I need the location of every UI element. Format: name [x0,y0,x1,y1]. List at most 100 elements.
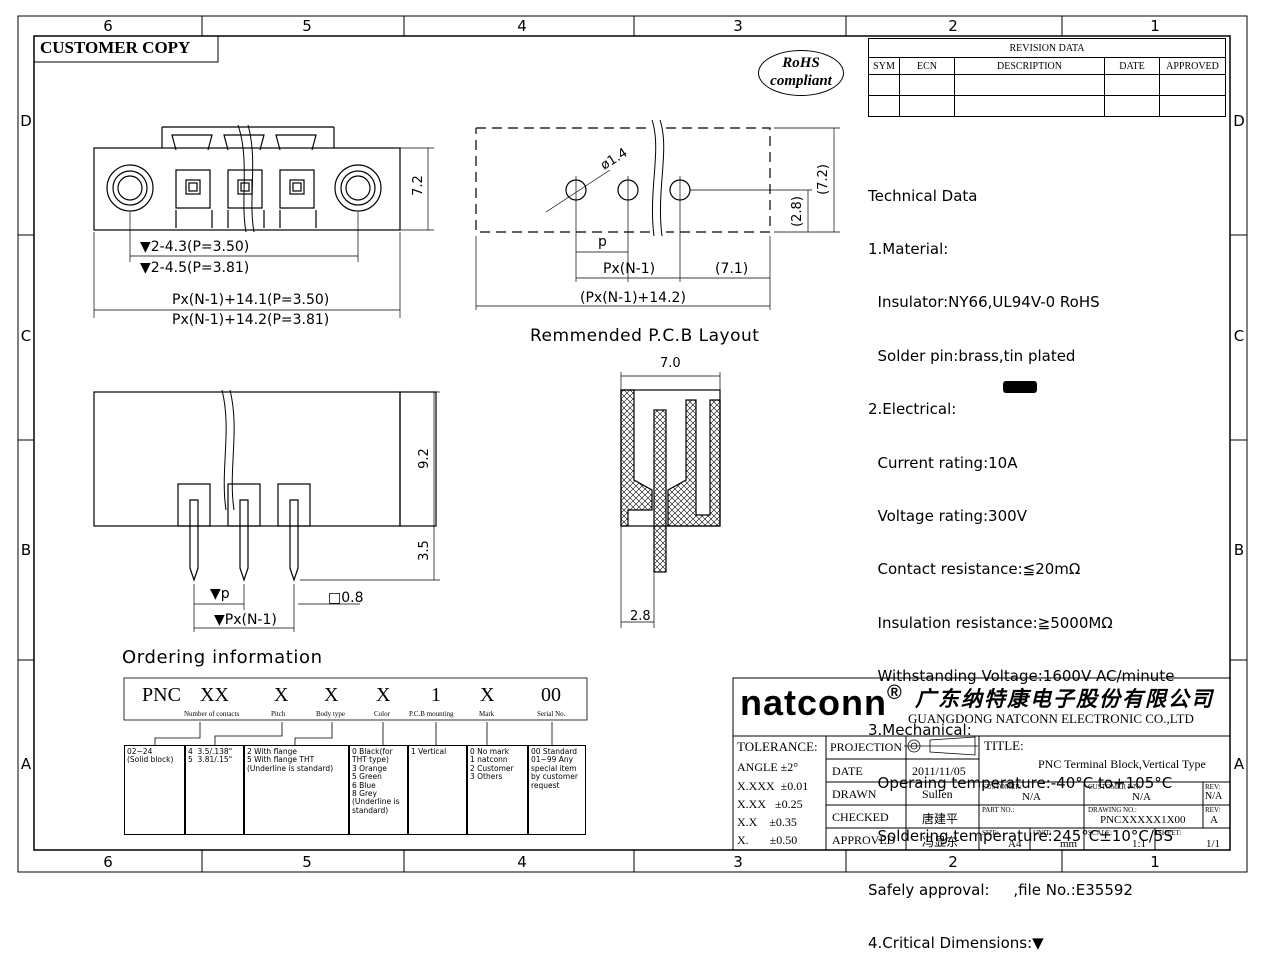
zone-label: 5 [302,17,312,35]
dim-pcb-72: (7.2) [815,164,831,195]
dim-pitch-381: ▼2-4.5(P=3.81) [140,260,250,276]
tech-line: Safely approval: ,file No.:E35592 [868,880,1133,899]
code-caption: Color [374,710,390,718]
customer-value: N/A [1022,791,1041,803]
order-box-color: 0 Black(for THT type) 3 Orange 5 Green 6… [349,745,408,835]
zone-label: 5 [302,853,312,871]
tolerance-x: X. ±0.50 [737,833,798,847]
part-no-label: PART NO.: [982,806,1015,814]
rohs-line1: RoHS [782,55,820,71]
code-caption: Mark [479,710,495,718]
dim-bottom-pxn: ▼Px(N-1) [214,612,277,628]
row-label: D [20,112,32,130]
projection-symbol-icon [904,736,978,756]
order-box-mark: 0 No mark 1 natconn 2 Customer 3 Others [467,745,528,835]
code-part: XX [200,684,229,706]
order-box-pitch: 4 3.5/.138" 5 3.81/.15" [185,745,244,835]
code-caption: P.C.B mounting [409,710,454,718]
ul-mark-icon [1003,381,1037,393]
rev-header: ECN [899,57,955,75]
code-caption: Body type [316,710,345,718]
code-part: PNC [142,684,181,706]
approved-label: APPROVED [832,833,896,847]
title-label: TITLE: [984,738,1024,753]
zone-label: 6 [103,17,113,35]
drawn-label: DRAWN [832,787,877,801]
dim-pcb-71: (7.1) [715,261,749,277]
row-label: D [1233,112,1245,130]
code-caption: Serial No. [537,710,566,718]
dim-bottom-p: ▼p [210,586,230,602]
code-caption: Pitch [271,710,286,718]
zone-label: 3 [733,17,743,35]
dim-bottom-35: 3.5 [416,540,432,561]
bottom-view-drawing [93,389,440,632]
date-value: 2011/11/05 [912,764,966,778]
tech-line: 1.Material: [868,239,949,258]
scale-value: 1:1 [1132,838,1147,850]
tolerance-xxx: X.XX ±0.25 [737,797,803,811]
pcb-layout-caption: Remmended P.C.B Layout [530,326,760,346]
rev-header: SYM [868,57,900,75]
zone-label: 2 [948,853,958,871]
dim-length-350: Px(N-1)+14.1(P=3.50) [172,292,330,308]
front-view-drawing [93,124,434,318]
customer-pn-value: N/A [1132,791,1151,803]
company-name-en: GUANGDONG NATCONN ELECTRONIC CO.,LTD [908,711,1194,726]
order-box-mounting: 1 Vertical [408,745,467,835]
company-logo: natconn® [740,682,903,724]
customer-pn-label: CUSTOMER P/N: [1088,783,1141,791]
code-part: 00 [541,684,561,706]
dim-height-72: 7.2 [410,175,426,196]
zone-label: 3 [733,853,743,871]
zone-label: 1 [1150,853,1160,871]
tech-line: 3.Mechanical: [868,720,972,739]
drawing-no-label: DRAWING NO.: [1088,806,1137,814]
dim-pcb-28: (2.8) [789,196,805,227]
tolerance-label: TOLERANCE: [737,739,818,754]
revision-title: REVISION DATA [868,38,1226,58]
row-label: C [20,327,32,345]
customer-copy-stamp: CUSTOMER COPY [40,38,191,57]
tolerance-xx: X.X ±0.35 [737,815,797,829]
side-section-drawing [620,372,721,628]
dim-bottom-square: □0.8 [328,590,364,606]
code-part: X [480,684,495,706]
sheet-label: SHEET: [1158,829,1182,837]
zone-label: 2 [948,17,958,35]
tech-line: Current rating:10A [868,453,1018,472]
rev-header: DESCRIPTION [954,57,1105,75]
rev-label-2: REV: [1205,806,1221,814]
tech-line: Technical Data [868,186,978,205]
code-caption: Number of contacts [184,710,240,718]
rev-header: DATE [1104,57,1160,75]
tech-line: Insulator:NY66,UL94V-0 RoHS [868,293,1100,312]
row-label: B [1233,541,1245,559]
sheet-value: 1/1 [1206,838,1221,850]
order-box-serial: 00 Standard 01~99 Any special item by cu… [528,745,586,835]
scale-label: SCALE: [1088,829,1113,837]
unit-label: UNIT: [1033,829,1052,837]
revision-table: REVISION DATA SYM ECN DESCRIPTION DATE A… [868,38,1226,117]
rev-value-2: A [1210,814,1218,826]
tech-line: Solder pin:brass,tin plated [868,346,1076,365]
tech-line: Soldering temperature:245°C±10°C/5S [868,827,1173,846]
company-name-cn: 广东纳特康电子股份有限公司 [915,687,1214,711]
rev-header: APPROVED [1159,57,1226,75]
zone-label: 1 [1150,17,1160,35]
registered-mark: ® [887,682,903,704]
row-label: C [1233,327,1245,345]
drawing-no-value: PNCXXXXX1X00 [1100,814,1186,826]
tech-line: 2.Electrical: [868,400,957,419]
row-label: A [20,755,32,773]
dim-side-pin: 2.8 [630,609,651,624]
pcb-layout-drawing [475,119,840,310]
ordering-title: Ordering information [122,647,323,668]
approved-value: 冯显东 [922,835,959,849]
dim-pcb-length: (Px(N-1)+14.2) [580,290,686,306]
zone-label: 4 [517,17,527,35]
code-part: X [274,684,289,706]
unit-value: mm [1060,838,1078,850]
code-part: X [376,684,391,706]
dim-pcb-pxn: Px(N-1) [603,261,656,277]
